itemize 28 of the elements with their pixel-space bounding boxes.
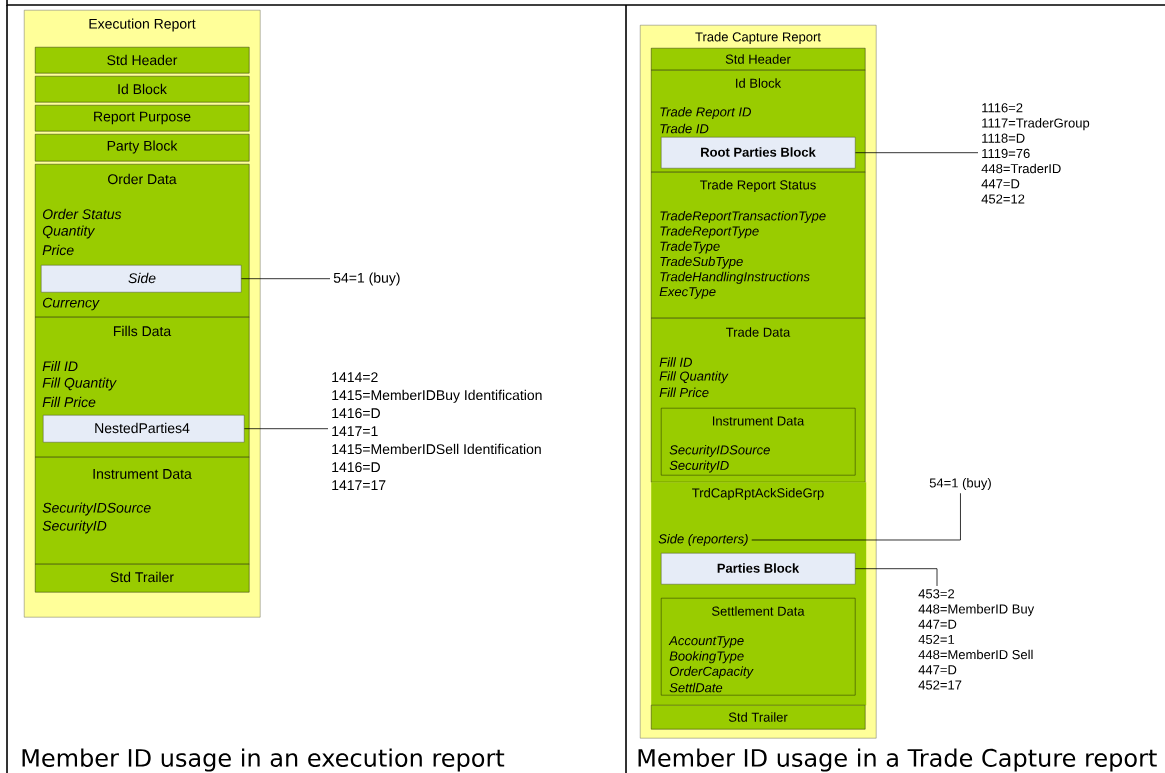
leader-line [751,492,961,541]
field-label: Side (reporters) [658,533,748,547]
section-box: Std Trailer [35,564,250,593]
tag-values: 1414=2 1415=MemberIDBuy Identification 1416=D 1417=1 1415=MemberIDSell Identification 1416=D 1417=17 [332,372,542,490]
section-box: Id Block [35,76,250,103]
section-box: Report Purpose [35,105,250,132]
section-box: Std Trailer [651,705,866,730]
leader-line [244,428,329,430]
tag-values: 54=1 (buy) [929,477,991,491]
tag-values: 453=2 448=MemberID Buy 447=D 452=1 448=MemberID Sell 447=D 452=17 [918,589,1035,690]
tag-values: 1116=2 1117=TraderGroup 1118=D 1119=76 448=TraderID 447=D 452=12 [981,103,1090,204]
section-box: Std Header [651,48,866,71]
section-box: Trade Report Status TradeReportTransactionType TradeReportType TradeType TradeSubType TradeHandlingInstructions ExecType [651,172,866,319]
node-label: TrdCapRptAckSideGrp [692,487,824,501]
caption: Member ID usage in a Trade Capture report [638,748,1157,772]
leader-line [855,568,938,587]
field-box: Side [41,265,242,293]
tag-values: 54=1 (buy) [333,272,400,286]
section-box: Std Header [35,47,250,74]
section-box: Settlement Data AccountType BookingType OrderCapacity SettlDate [661,598,856,696]
leader-line [855,152,979,154]
caption: Member ID usage in an execution report [22,748,505,772]
section-box: Party Block [35,134,250,162]
field-box: Parties Block [661,553,856,585]
field-box: Root Parties Block [661,137,856,169]
leader-line [241,278,331,280]
section-box: Instrument Data SecurityIDSource SecurityID [661,408,856,476]
field-box: NestedParties4 [43,415,245,443]
